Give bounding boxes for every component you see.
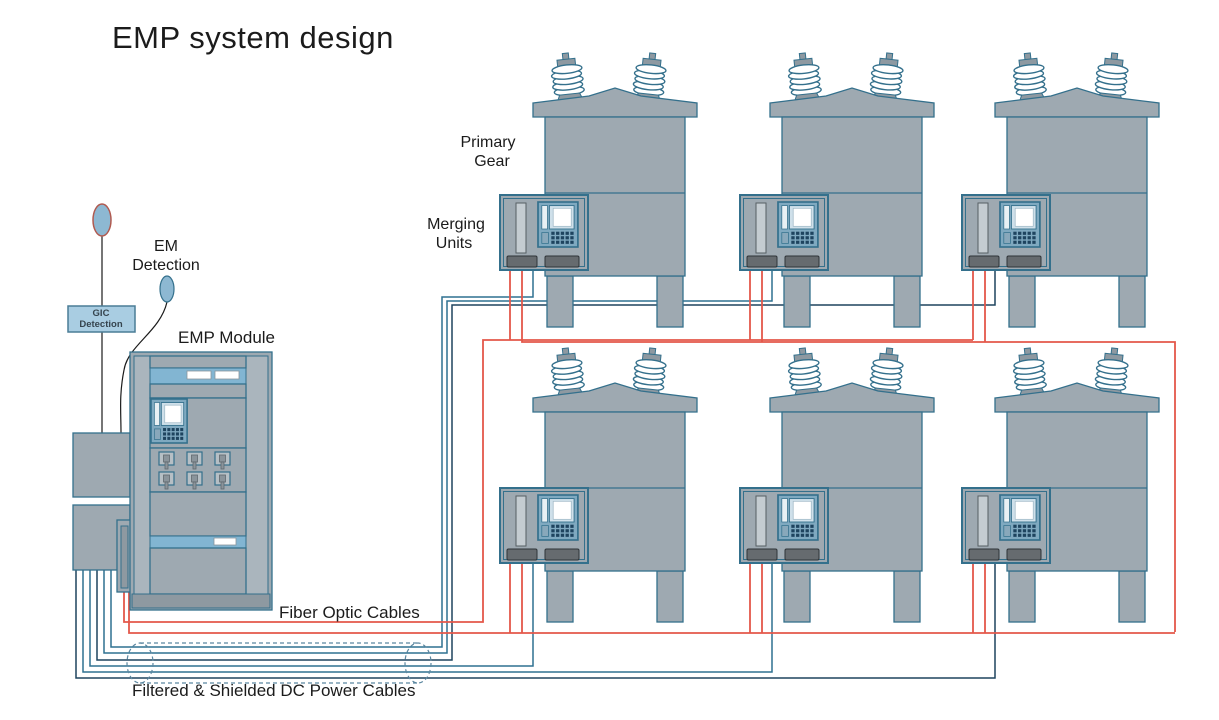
rack-display-unit [150,398,188,444]
fiber-optic-cables-label: Fiber Optic Cables [279,603,420,622]
gic-detection-box: GIC Detection [67,305,136,333]
emp-module-rack [72,351,273,611]
primary-gear-unit-r2c2 [770,347,934,622]
dc-power-cable [103,270,773,654]
gic-antenna-icon [92,203,112,237]
gic-detection-label-line1: GIC [93,308,110,319]
dc-power-cables [75,270,996,679]
rack-top-button [214,370,240,380]
dc-power-cable [89,563,534,667]
em-detection-label-line2: Detection [132,257,200,274]
merging-unit-r1c1 [500,195,588,270]
merging-units-label-line2: Units [436,235,472,252]
diagram-title: EMP system design [112,20,394,55]
gic-detection-label-line2: Detection [79,319,122,330]
shielded-conduit [126,642,432,684]
dc-power-cable [75,563,996,679]
rack-left-rail [133,355,151,607]
em-detection-label-line1: EM [154,238,178,255]
fiber-optic-cables [123,270,1176,634]
merging-unit-r2c2 [740,488,828,563]
primary-gear-unit-r1c3 [995,52,1159,327]
fiber-optic-cable [123,339,973,623]
merging-units-label-line1: Merging [427,216,485,233]
merging-unit-r2c1 [500,488,588,563]
merging-unit-r1c2 [740,195,828,270]
em-sensor-icon [159,275,175,303]
primary-gear-unit-r1c1 [533,52,697,327]
rack-right-rail [245,355,269,607]
dc-power-cables-label: Filtered & Shielded DC Power Cables [132,681,415,700]
primary-gear-unit-r2c1 [533,347,697,622]
primary-gear-unit-r2c3 [995,347,1159,622]
dc-power-cable [96,270,996,661]
fiber-optic-cable [521,270,1176,632]
rack-top-button [186,370,212,380]
fiber-optic-cable [128,590,1175,634]
merging-unit-r2c3 [962,488,1050,563]
dc-power-cable [82,563,773,673]
primary-gear-unit-r1c2 [770,52,934,327]
emp-module-label: EMP Module [178,328,275,347]
side-box-upper [72,432,131,498]
dc-power-cable [110,270,534,648]
rack-base [131,593,271,609]
merging-unit-r1c3 [962,195,1050,270]
rack-bottom-button [213,537,237,546]
em-sensor-wire [120,301,168,434]
primary-gear-label-line1: Primary [460,134,515,151]
primary-gear-label-line2: Gear [474,153,510,170]
